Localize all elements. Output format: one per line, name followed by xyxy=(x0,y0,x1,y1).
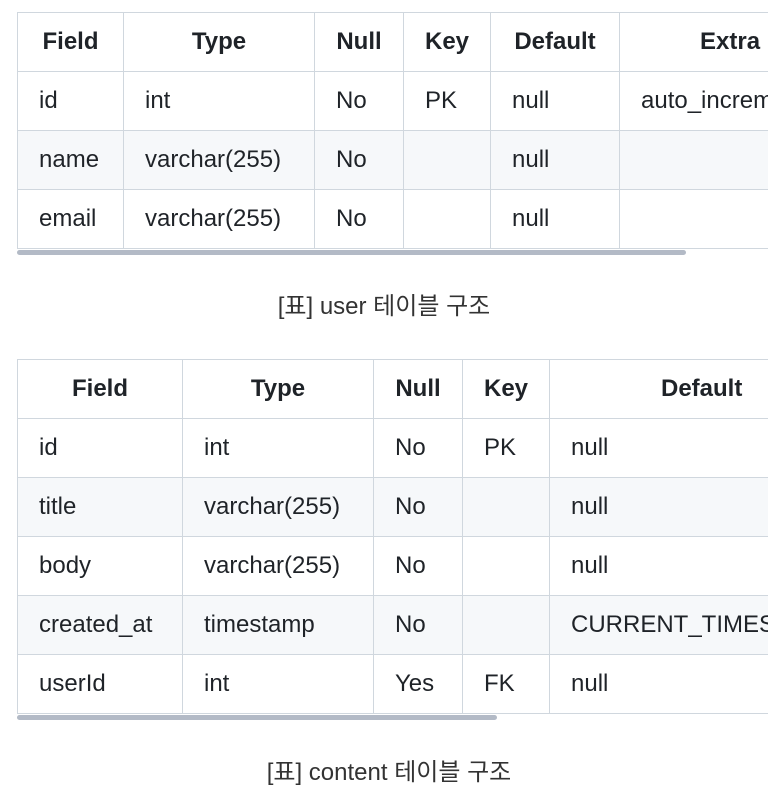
cell-type: int xyxy=(182,654,374,714)
header-key: Key xyxy=(403,12,491,72)
header-extra: Extra xyxy=(619,12,768,72)
header-field: Field xyxy=(17,12,124,72)
cell-field: userId xyxy=(17,654,183,714)
table-row: id int No PK null xyxy=(17,418,768,478)
cell-field: email xyxy=(17,189,124,249)
cell-default: null xyxy=(549,477,768,537)
user-table: Field Type Null Key Default Extra id int… xyxy=(17,12,768,249)
cell-null: Yes xyxy=(373,654,463,714)
cell-default: null xyxy=(490,189,620,249)
cell-default: null xyxy=(549,654,768,714)
cell-type: int xyxy=(182,418,374,478)
cell-default: null xyxy=(549,418,768,478)
cell-null: No xyxy=(314,189,404,249)
cell-default: null xyxy=(490,71,620,131)
cell-type: int xyxy=(123,71,315,131)
table-row: body varchar(255) No null xyxy=(17,536,768,596)
user-table-container[interactable]: Field Type Null Key Default Extra id int… xyxy=(17,12,768,252)
cell-field: body xyxy=(17,536,183,596)
header-null: Null xyxy=(314,12,404,72)
horizontal-scrollbar[interactable] xyxy=(17,250,686,255)
table-header-row: Field Type Null Key Default xyxy=(17,359,768,419)
cell-extra xyxy=(619,130,768,190)
cell-null: No xyxy=(314,71,404,131)
cell-key: FK xyxy=(462,654,550,714)
cell-field: id xyxy=(17,71,124,131)
header-default: Default xyxy=(490,12,620,72)
cell-key xyxy=(462,595,550,655)
table-row: title varchar(255) No null xyxy=(17,477,768,537)
cell-key xyxy=(403,130,491,190)
cell-key: PK xyxy=(403,71,491,131)
header-default: Default xyxy=(549,359,768,419)
cell-type: varchar(255) xyxy=(182,477,374,537)
horizontal-scrollbar[interactable] xyxy=(17,715,497,720)
table-row: userId int Yes FK null xyxy=(17,654,768,714)
cell-type: varchar(255) xyxy=(123,189,315,249)
table-row: created_at timestamp No CURRENT_TIMESTAM… xyxy=(17,595,768,655)
content-table-container[interactable]: Field Type Null Key Default id int No PK… xyxy=(17,359,768,717)
cell-type: varchar(255) xyxy=(123,130,315,190)
table-row: name varchar(255) No null xyxy=(17,130,768,190)
cell-extra xyxy=(619,189,768,249)
cell-default: CURRENT_TIMESTAMP xyxy=(549,595,768,655)
cell-default: null xyxy=(549,536,768,596)
table-header-row: Field Type Null Key Default Extra xyxy=(17,12,768,72)
cell-key xyxy=(403,189,491,249)
cell-null: No xyxy=(373,477,463,537)
cell-key xyxy=(462,477,550,537)
cell-null: No xyxy=(314,130,404,190)
cell-null: No xyxy=(373,595,463,655)
cell-field: title xyxy=(17,477,183,537)
header-type: Type xyxy=(182,359,374,419)
cell-extra: auto_increment xyxy=(619,71,768,131)
cell-field: id xyxy=(17,418,183,478)
content-table: Field Type Null Key Default id int No PK… xyxy=(17,359,768,714)
header-null: Null xyxy=(373,359,463,419)
cell-field: created_at xyxy=(17,595,183,655)
header-field: Field xyxy=(17,359,183,419)
table-row: email varchar(255) No null xyxy=(17,189,768,249)
cell-key: PK xyxy=(462,418,550,478)
cell-null: No xyxy=(373,536,463,596)
cell-key xyxy=(462,536,550,596)
header-type: Type xyxy=(123,12,315,72)
table-row: id int No PK null auto_increment xyxy=(17,71,768,131)
cell-type: varchar(255) xyxy=(182,536,374,596)
cell-type: timestamp xyxy=(182,595,374,655)
table-caption: [표] content 테이블 구조 xyxy=(266,759,512,786)
table-caption: [표] user 테이블 구조 xyxy=(277,293,491,320)
cell-default: null xyxy=(490,130,620,190)
cell-field: name xyxy=(17,130,124,190)
cell-null: No xyxy=(373,418,463,478)
header-key: Key xyxy=(462,359,550,419)
